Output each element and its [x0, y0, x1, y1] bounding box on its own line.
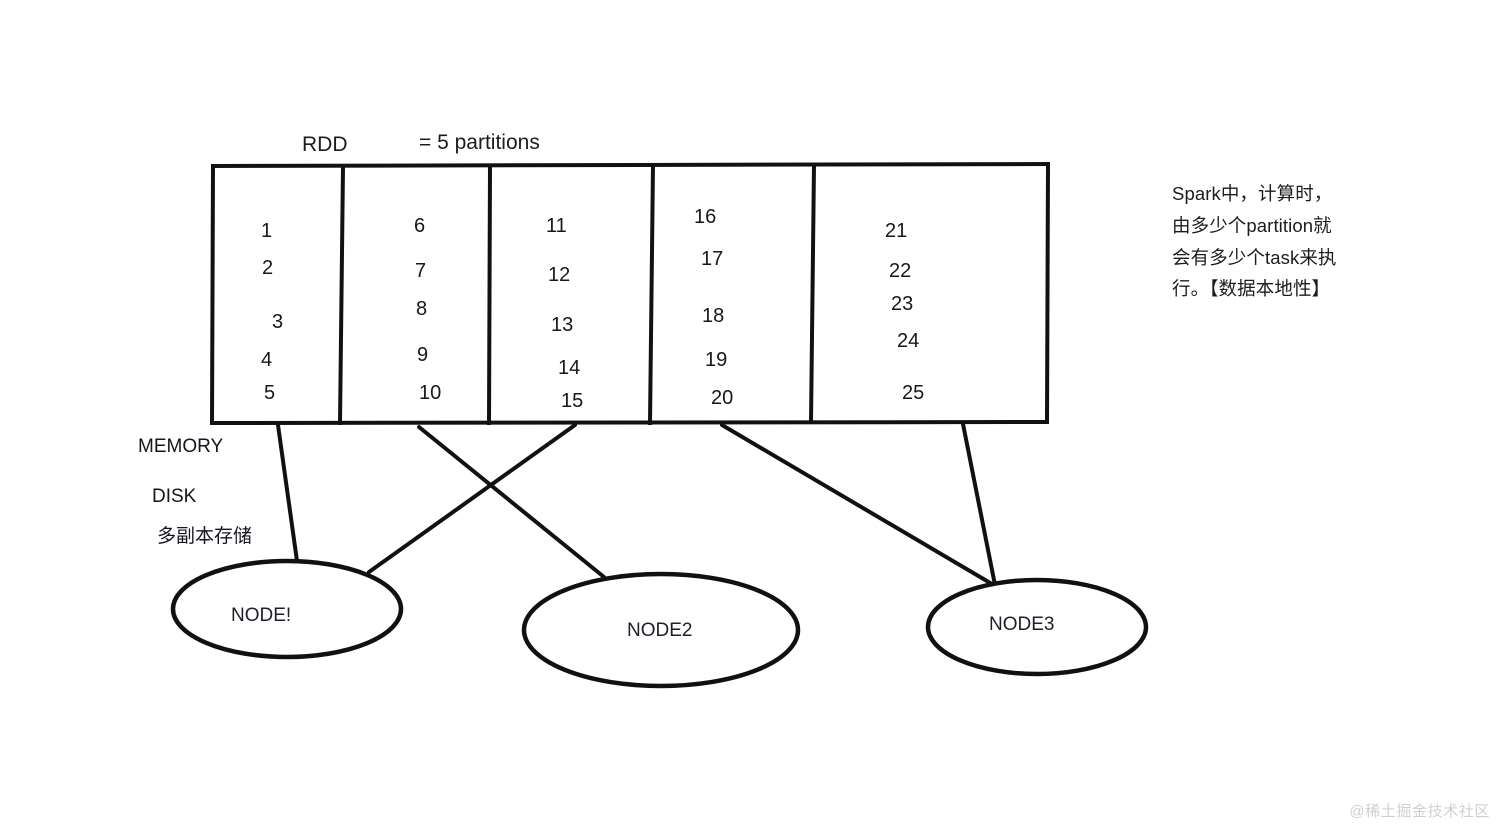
partition-4-item-3: 18: [702, 305, 725, 327]
connector-p5-node3: [961, 422, 997, 587]
partitions-count-label: = 5 partitions: [419, 131, 540, 154]
partition-4-item-2: 17: [701, 248, 724, 270]
connector-p2-node2: [417, 425, 606, 579]
partition-1-item-1: 1: [261, 220, 273, 242]
partition-4-item-5: 20: [711, 387, 734, 409]
partition-dividers: [337, 162, 817, 426]
partition-node-connectors: [276, 422, 997, 587]
partition-1-item-4: 4: [261, 349, 273, 371]
annotation-line-3: 会有多少个task来执: [1172, 246, 1337, 268]
replication-label: 多副本存储: [157, 526, 253, 547]
annotation-line-2: 由多少个partition就: [1172, 214, 1332, 236]
watermark: @稀土掘金技术社区: [1349, 803, 1490, 820]
partition-5-item-3: 23: [891, 293, 914, 315]
node-ellipses: [170, 558, 1149, 689]
partition-3-item-2: 12: [548, 264, 571, 286]
connector-p3-node1: [367, 423, 577, 574]
partition-1-item-3: 3: [272, 311, 284, 333]
partition-divider-2: [486, 163, 493, 426]
memory-label: MEMORY: [138, 436, 224, 457]
partition-5-item-4: 24: [897, 330, 920, 352]
annotation-note: Spark中，计算时， 由多少个partition就 会有多少个task来执 行…: [1172, 178, 1387, 305]
partition-4-item-1: 16: [694, 206, 717, 228]
partition-2-item-4: 9: [417, 344, 429, 366]
partition-5-item-1: 21: [885, 220, 908, 242]
partition-divider-3: [647, 162, 656, 426]
partition-3-item-1: 11: [546, 215, 567, 237]
annotation-line-1: Spark中，计算时，: [1172, 183, 1333, 204]
node3-ellipse: [925, 577, 1149, 677]
partition-divider-1: [337, 164, 346, 426]
connector-p1-node1: [276, 423, 299, 563]
partition-1-item-2: 2: [262, 257, 274, 279]
connector-p4-node3: [720, 423, 994, 586]
partition-2-item-2: 7: [415, 260, 427, 282]
partition-3-item-4: 14: [558, 357, 581, 379]
node3-label: NODE3: [989, 614, 1055, 635]
partition-1-item-5: 5: [264, 382, 276, 404]
partition-2-item-1: 6: [414, 215, 426, 237]
partition-5-item-2: 22: [889, 260, 912, 282]
disk-label: DISK: [152, 486, 197, 507]
partition-2-item-5: 10: [419, 382, 442, 404]
rdd-title-label: RDD: [302, 133, 348, 156]
rdd-rectangle: [209, 161, 1051, 426]
node2-label: NODE2: [627, 620, 693, 641]
partition-3-item-5: 15: [561, 390, 584, 412]
node2-ellipse: [521, 571, 801, 689]
partition-2-item-3: 8: [416, 298, 428, 320]
node1-label: NODE!: [231, 605, 292, 626]
partition-divider-4: [808, 162, 817, 425]
node1-ellipse: [170, 558, 404, 660]
annotation-line-4: 行。【数据本地性】: [1172, 278, 1331, 300]
partition-3-item-3: 13: [551, 314, 574, 336]
partition-4-item-4: 19: [705, 349, 728, 371]
partition-5-item-5: 25: [902, 382, 925, 404]
